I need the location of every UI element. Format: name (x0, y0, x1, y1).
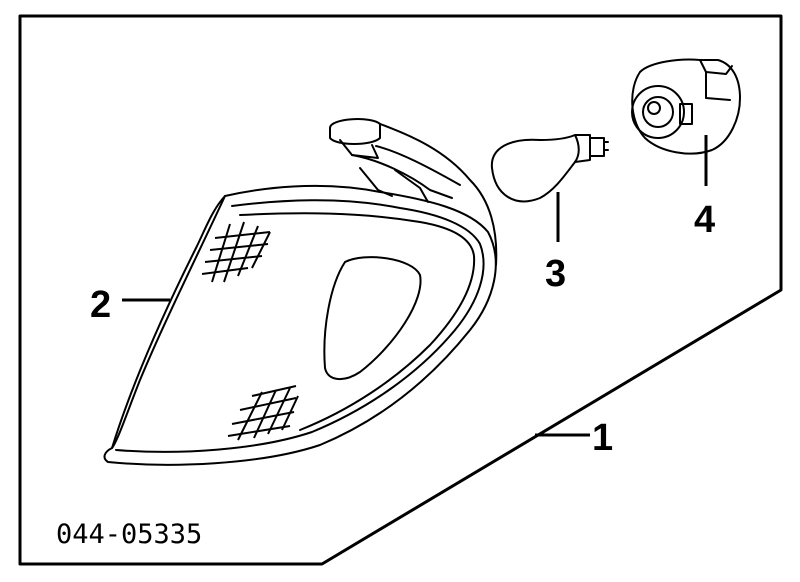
diagram-frame (18, 14, 783, 566)
corner-lamp-lens (103, 118, 498, 466)
part-code: 044-05335 (56, 519, 202, 550)
lens-hatch-lower (227, 385, 299, 441)
bulb-socket (631, 58, 741, 155)
callout-3: 3 (545, 253, 566, 295)
callout-2: 2 (90, 284, 111, 326)
lens-hatch-upper (201, 221, 271, 283)
bulb (490, 134, 609, 203)
callout-1: 1 (592, 417, 613, 459)
callout-4: 4 (694, 199, 715, 241)
